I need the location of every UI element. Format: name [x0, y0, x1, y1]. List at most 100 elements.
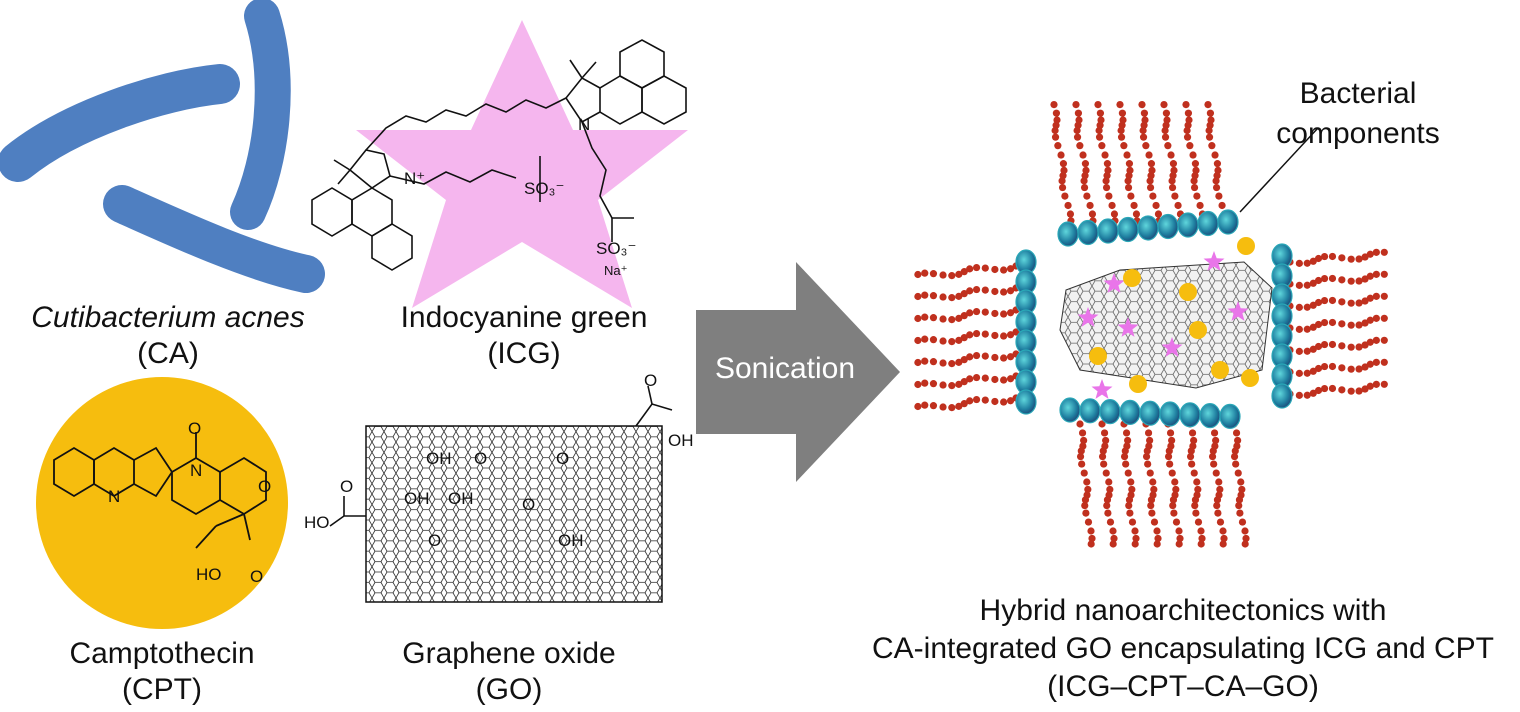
chain-left — [991, 265, 999, 274]
chain-bottom — [1168, 469, 1176, 477]
chain-top — [1108, 201, 1116, 210]
cpt-circle — [36, 377, 288, 629]
chain-left — [955, 358, 963, 366]
chain-left — [948, 360, 956, 368]
chain-top — [1189, 151, 1197, 159]
chain-right — [1355, 321, 1363, 329]
chain-top — [1218, 201, 1226, 210]
chain-bottom — [1171, 478, 1179, 486]
membrane-bead-bottom — [1219, 403, 1241, 429]
chain-bottom — [1186, 452, 1195, 461]
chain-top — [1058, 183, 1067, 192]
chain-top — [1132, 210, 1141, 218]
chain-bottom — [1231, 447, 1239, 455]
chain-right — [1355, 277, 1363, 285]
chain-right — [1347, 387, 1355, 395]
membrane-bead-top — [1157, 213, 1179, 240]
chain-bottom — [1100, 460, 1108, 468]
chain-right — [1328, 384, 1337, 393]
chain-left — [955, 292, 963, 300]
go-o-1: O — [474, 449, 488, 468]
chain-right — [1380, 292, 1388, 300]
chain-right — [1303, 281, 1311, 289]
chain-bottom — [1194, 518, 1203, 526]
chain-bottom — [1144, 460, 1152, 468]
chain-bottom — [1234, 469, 1242, 477]
chain-bottom — [1110, 534, 1118, 543]
chain-bottom — [1106, 485, 1114, 494]
chain-left — [921, 335, 929, 343]
chain-bottom — [1191, 501, 1199, 510]
chain-right — [1328, 252, 1337, 261]
chain-left — [972, 351, 981, 360]
chain-top — [1162, 109, 1171, 117]
chain-left — [929, 402, 938, 410]
chain-right — [1338, 386, 1346, 394]
icg-na: Na⁺ — [604, 263, 628, 278]
chain-right — [1314, 320, 1323, 329]
chain-bottom — [1219, 540, 1227, 548]
chain-top — [1088, 210, 1097, 218]
chain-left — [1000, 332, 1008, 340]
go-cooh-left-ho: HO — [304, 513, 330, 532]
chain-bottom — [1213, 501, 1221, 510]
chain-bottom — [1102, 436, 1110, 445]
cpt-dot-cargo — [1123, 269, 1141, 287]
chain-bottom — [1166, 429, 1175, 437]
chain-left — [981, 396, 989, 404]
chain-bottom — [1175, 527, 1183, 535]
chain-top — [1057, 151, 1065, 159]
chain-top — [1051, 133, 1060, 141]
cpt-group — [36, 377, 288, 629]
chain-bottom — [1082, 509, 1090, 517]
chain-bottom — [1128, 518, 1137, 526]
result-line1: Hybrid nanoarchitectonics with — [979, 594, 1387, 627]
chain-right — [1355, 343, 1363, 351]
chain-top — [1101, 151, 1109, 159]
chain-bottom — [1147, 501, 1155, 510]
chain-left — [991, 353, 999, 362]
chain-right — [1372, 358, 1380, 366]
icg-so3-a: SO₃⁻ — [524, 179, 565, 198]
chain-top — [1215, 192, 1223, 200]
chain-right — [1303, 259, 1311, 267]
chain-bottom — [1154, 534, 1162, 543]
chain-bottom — [1099, 447, 1107, 455]
chain-top — [1160, 100, 1168, 109]
chain-left — [939, 271, 947, 279]
go-cooh-left-o: O — [340, 477, 354, 496]
cpt-n1: N — [108, 487, 121, 506]
cpt-name: Camptothecin — [69, 637, 255, 670]
chain-bottom — [1147, 496, 1156, 504]
chain-bottom — [1197, 527, 1205, 535]
membrane-bead-top — [1197, 210, 1219, 237]
chain-bottom — [1210, 429, 1219, 437]
chain-top — [1192, 166, 1200, 174]
chain-top — [1105, 192, 1113, 200]
chain-right — [1366, 250, 1374, 258]
chain-top — [1196, 201, 1204, 210]
chain-left — [948, 294, 956, 302]
chain-bottom — [1149, 478, 1157, 486]
chain-top — [1053, 116, 1061, 124]
icg-star-cargo — [1203, 251, 1225, 271]
chain-bottom — [1212, 469, 1220, 477]
chain-top — [1138, 100, 1146, 109]
chain-bottom — [1215, 478, 1223, 486]
chain-top — [1139, 133, 1148, 141]
chain-left — [1012, 328, 1020, 336]
icg-so3-b: SO₃⁻ — [596, 239, 637, 258]
chain-bottom — [1084, 518, 1093, 526]
chain-left — [972, 329, 981, 338]
chain-bottom — [1188, 460, 1196, 468]
membrane-bead-bottom — [1179, 402, 1201, 428]
chain-bottom — [1216, 518, 1225, 526]
result-label: Hybrid nanoarchitectonics with CA-integr… — [872, 592, 1494, 706]
icg-label: Indocyanine green (ICG) — [401, 300, 648, 372]
chain-left — [955, 314, 963, 322]
chain-right — [1380, 248, 1388, 256]
chain-left — [960, 268, 968, 276]
membrane-bead-bottom — [1099, 399, 1121, 425]
chain-right — [1355, 387, 1363, 395]
chain-top — [1102, 183, 1111, 192]
